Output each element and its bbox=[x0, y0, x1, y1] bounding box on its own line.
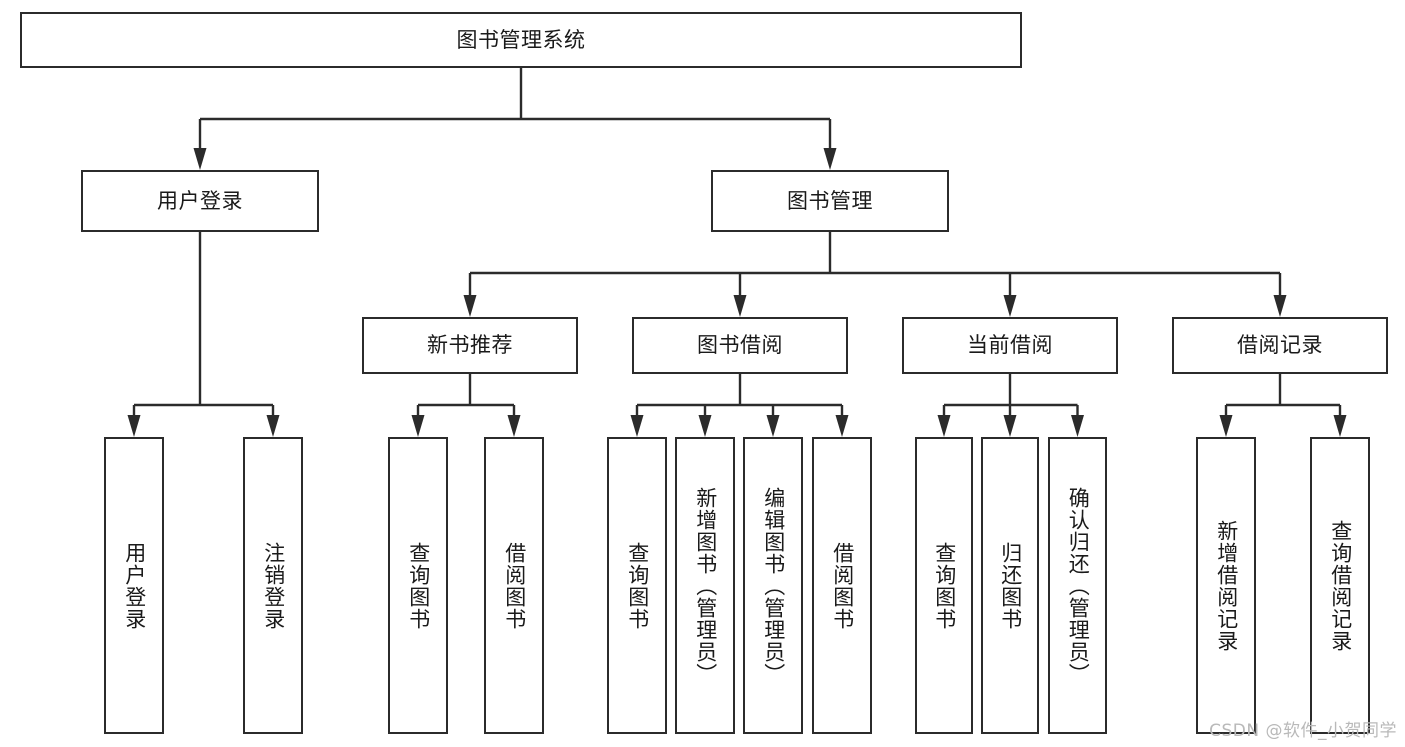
node-label: 借阅记录 bbox=[1237, 333, 1323, 358]
node-bookmgmt[interactable]: 图书管理 bbox=[711, 170, 949, 232]
arrow-head-l_logout bbox=[266, 415, 280, 437]
node-label: 新书推荐 bbox=[427, 333, 513, 358]
node-label: 编辑图书（管理员） bbox=[761, 486, 786, 685]
node-b_query[interactable]: 查询图书 bbox=[607, 437, 667, 734]
node-label: 用户登录 bbox=[157, 188, 243, 213]
node-label: 用户登录 bbox=[122, 541, 147, 630]
node-label: 注销登录 bbox=[261, 541, 286, 630]
arrow-head-c_return bbox=[1003, 415, 1017, 437]
node-l_login[interactable]: 用户登录 bbox=[104, 437, 164, 734]
node-label: 借阅图书 bbox=[830, 541, 855, 630]
arrow-head-b_query bbox=[630, 415, 644, 437]
node-label: 图书管理 bbox=[787, 188, 873, 213]
node-label: 确认归还（管理员） bbox=[1066, 486, 1091, 685]
arrow-head-r_add bbox=[1219, 415, 1233, 437]
node-borrow[interactable]: 图书借阅 bbox=[632, 317, 848, 374]
node-r_query[interactable]: 查询借阅记录 bbox=[1310, 437, 1370, 734]
arrow-head-n_query bbox=[411, 415, 425, 437]
node-label: 新增图书（管理员） bbox=[693, 486, 718, 685]
arrow-head-b_add bbox=[698, 415, 712, 437]
node-newbook[interactable]: 新书推荐 bbox=[362, 317, 578, 374]
arrow-head-bookmgmt bbox=[823, 148, 837, 170]
arrow-head-r_query bbox=[1333, 415, 1347, 437]
node-label: 借阅图书 bbox=[502, 541, 527, 630]
arrow-head-b_borrow bbox=[835, 415, 849, 437]
node-label: 当前借阅 bbox=[967, 333, 1053, 358]
node-label: 查询图书 bbox=[625, 541, 650, 630]
node-label: 图书管理系统 bbox=[456, 27, 586, 52]
arrow-head-c_query bbox=[937, 415, 951, 437]
node-label: 查询图书 bbox=[932, 541, 957, 630]
arrow-head-c_confirm bbox=[1071, 415, 1084, 437]
node-b_borrow[interactable]: 借阅图书 bbox=[812, 437, 872, 734]
node-current[interactable]: 当前借阅 bbox=[902, 317, 1118, 374]
node-b_add[interactable]: 新增图书（管理员） bbox=[675, 437, 735, 734]
node-b_edit[interactable]: 编辑图书（管理员） bbox=[743, 437, 803, 734]
arrow-head-borrow bbox=[733, 295, 747, 317]
node-label: 查询图书 bbox=[406, 541, 431, 630]
arrow-head-records bbox=[1273, 295, 1287, 317]
arrow-head-b_edit bbox=[766, 415, 780, 437]
node-login[interactable]: 用户登录 bbox=[81, 170, 319, 232]
node-label: 归还图书 bbox=[998, 541, 1023, 630]
node-c_query[interactable]: 查询图书 bbox=[915, 437, 973, 734]
arrow-head-login bbox=[193, 148, 207, 170]
node-root[interactable]: 图书管理系统 bbox=[20, 12, 1022, 68]
node-r_add[interactable]: 新增借阅记录 bbox=[1196, 437, 1256, 734]
arrow-head-current bbox=[1003, 295, 1017, 317]
node-n_borrow[interactable]: 借阅图书 bbox=[484, 437, 544, 734]
node-records[interactable]: 借阅记录 bbox=[1172, 317, 1388, 374]
node-label: 查询借阅记录 bbox=[1328, 519, 1353, 652]
node-label: 新增借阅记录 bbox=[1214, 519, 1239, 652]
node-label: 图书借阅 bbox=[697, 333, 783, 358]
watermark: CSDN @软件_小贺同学 bbox=[1209, 721, 1397, 741]
node-c_return[interactable]: 归还图书 bbox=[981, 437, 1039, 734]
arrow-head-newbook bbox=[463, 295, 477, 317]
arrow-head-l_login bbox=[127, 415, 141, 437]
node-l_logout[interactable]: 注销登录 bbox=[243, 437, 303, 734]
arrow-head-n_borrow bbox=[507, 415, 521, 437]
node-n_query[interactable]: 查询图书 bbox=[388, 437, 448, 734]
node-c_confirm[interactable]: 确认归还（管理员） bbox=[1048, 437, 1107, 734]
